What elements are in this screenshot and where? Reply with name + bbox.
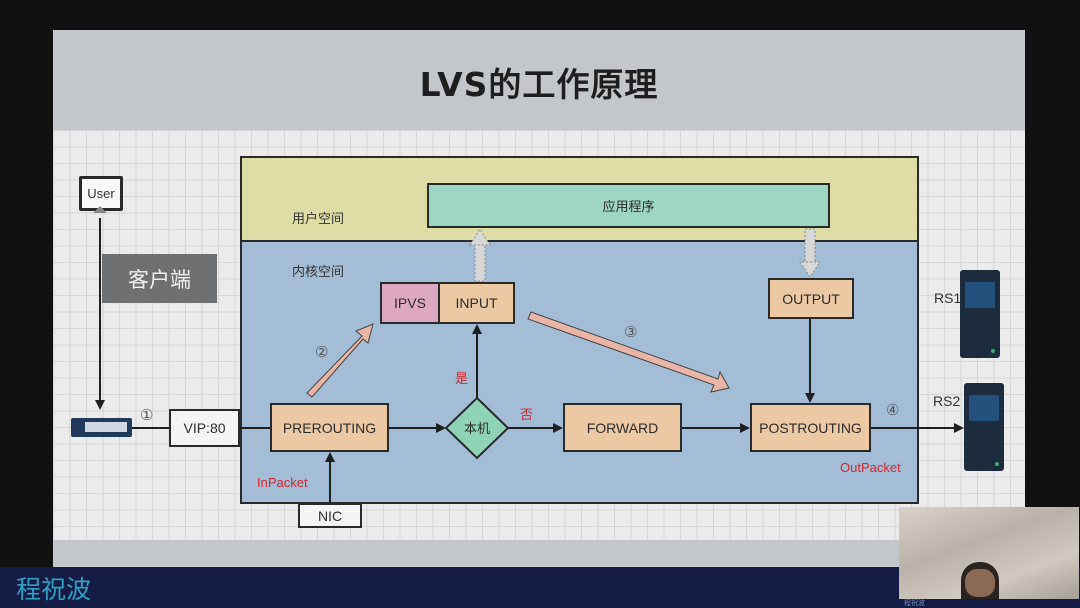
switch-icon [71, 418, 132, 437]
rs1-server-icon [960, 270, 1000, 358]
vip-box: VIP:80 [169, 409, 240, 447]
app-to-output-arrow [799, 228, 821, 278]
step-4-marker: ④ [886, 402, 900, 419]
slide-title: LVS的工作原理 [419, 65, 659, 104]
input-to-app-arrow [469, 228, 491, 282]
rs2-label: RS2 [933, 393, 961, 409]
presenter-name: 程祝波 [16, 575, 92, 604]
application-label: 应用程序 [602, 200, 655, 215]
input-label: INPUT [455, 295, 498, 311]
application-box: 应用程序 [427, 183, 830, 228]
step3-arrow [527, 311, 730, 393]
step-2-marker: ② [315, 344, 329, 361]
output-label: OUTPUT [782, 290, 840, 307]
step2-arrow [306, 323, 374, 398]
decision-label: 本机 [463, 422, 490, 437]
ipvs-label: IPVS [394, 295, 426, 311]
forward-box: FORWARD [563, 403, 682, 452]
rs1-label: RS1 [934, 290, 962, 306]
user-label: User [87, 186, 115, 201]
prerouting-label: PREROUTING [282, 419, 377, 436]
webcam-video [899, 507, 1079, 599]
step-3-marker: ③ [624, 324, 638, 341]
step-1-marker: ① [140, 407, 154, 424]
yes-label: 是 [455, 372, 469, 387]
rs2-server-icon [964, 383, 1004, 471]
vip-label: VIP:80 [183, 420, 226, 436]
input-box: INPUT [438, 282, 515, 324]
client-label: 客户端 [102, 254, 217, 303]
presenter-face [965, 569, 995, 597]
ipvs-box: IPVS [380, 282, 440, 324]
nic-label: NIC [317, 507, 343, 524]
prerouting-box: PREROUTING [270, 403, 389, 452]
decision-diamond [444, 396, 510, 460]
nic-box: NIC [298, 503, 362, 528]
postrouting-box: POSTROUTING [750, 403, 871, 452]
user-monitor-icon: User [79, 176, 123, 211]
output-box: OUTPUT [768, 278, 854, 319]
user-space-label: 用户空间 [292, 212, 345, 227]
postrouting-label: POSTROUTING [759, 419, 862, 436]
forward-label: FORWARD [586, 419, 659, 436]
out-packet-label: OutPacket [840, 460, 901, 475]
monitor-stand [93, 206, 107, 213]
webcam-caption: 程祝波 [904, 600, 925, 607]
no-label: 否 [520, 408, 534, 423]
in-packet-label: InPacket [257, 475, 308, 490]
kernel-space-label: 内核空间 [292, 265, 345, 280]
